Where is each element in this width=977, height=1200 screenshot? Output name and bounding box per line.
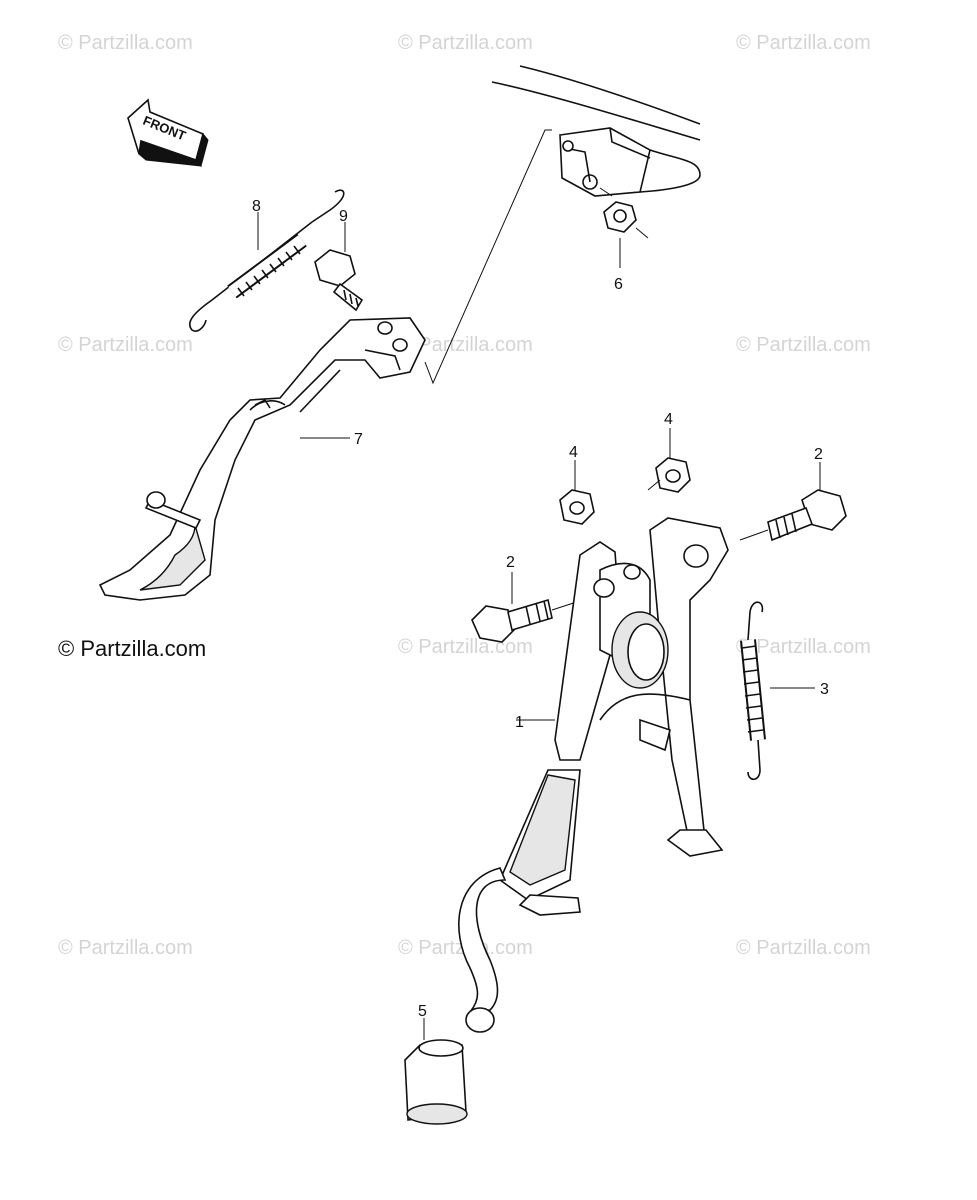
callout-2-left: 2 bbox=[506, 554, 515, 571]
spring-8 bbox=[188, 189, 345, 332]
callout-9: 9 bbox=[339, 208, 348, 225]
watermark: © Partzilla.com bbox=[736, 636, 871, 658]
callout-6: 6 bbox=[614, 276, 623, 293]
bolt-9 bbox=[314, 222, 364, 312]
callout-1: 1 bbox=[515, 714, 524, 731]
front-arrow-icon: FRONT bbox=[127, 98, 209, 168]
callout-4-right: 4 bbox=[664, 411, 673, 428]
rubber-5 bbox=[404, 1018, 468, 1125]
watermark: © Partzilla.com bbox=[58, 32, 193, 54]
callout-4-left: 4 bbox=[569, 444, 578, 461]
watermark: © Partzilla.com bbox=[736, 937, 871, 959]
watermark: © Partzilla.com bbox=[58, 937, 193, 959]
watermark: © Partzilla.com bbox=[736, 334, 871, 356]
copyright-label: © Partzilla.com bbox=[58, 636, 207, 661]
callout-2-right: 2 bbox=[814, 446, 823, 463]
bolt-2-right bbox=[739, 462, 847, 542]
nut-4-right bbox=[647, 428, 691, 493]
spring-3 bbox=[740, 601, 815, 781]
callout-5: 5 bbox=[418, 1003, 427, 1020]
callout-7: 7 bbox=[354, 431, 363, 448]
callout-3: 3 bbox=[820, 681, 829, 698]
nut-4-left bbox=[559, 460, 595, 525]
watermark: © Partzilla.com bbox=[398, 334, 533, 356]
callout-8: 8 bbox=[252, 198, 261, 215]
side-stand-7 bbox=[98, 317, 426, 601]
frame-tube bbox=[491, 65, 701, 197]
center-stand-1 bbox=[458, 517, 729, 1033]
watermark: © Partzilla.com bbox=[58, 334, 193, 356]
watermark: © Partzilla.com bbox=[398, 32, 533, 54]
watermark: © Partzilla.com bbox=[736, 32, 871, 54]
nut-6 bbox=[599, 187, 649, 268]
